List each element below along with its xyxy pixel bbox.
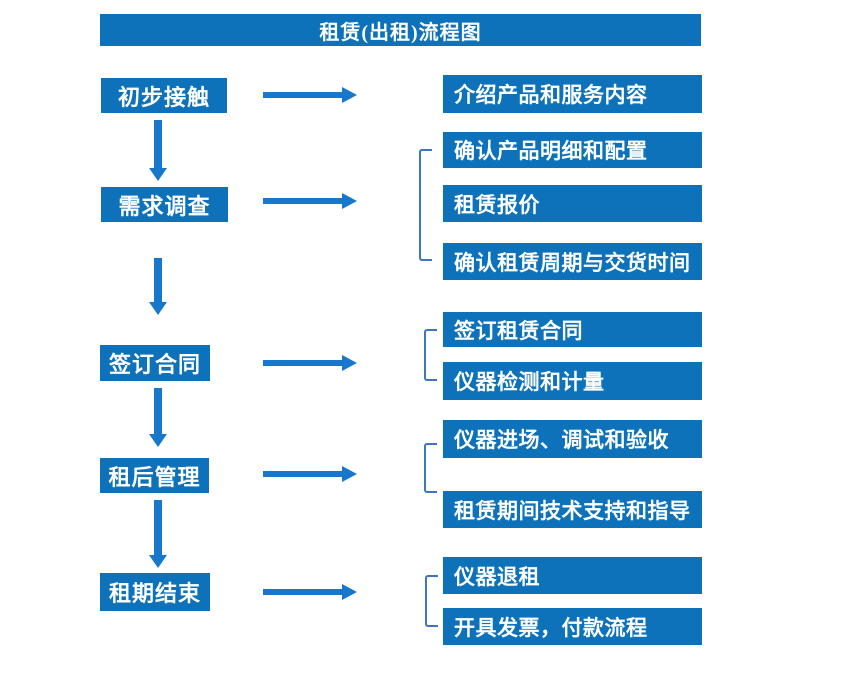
arrow-right-icon: [263, 193, 357, 209]
detail-box-rental-quotation: 租赁报价: [443, 185, 702, 222]
arrow-right-icon: [263, 87, 357, 103]
arrow-down-icon: [149, 258, 167, 315]
stage-box-rental-end: 租期结束: [100, 573, 210, 611]
arrow-down-icon: [149, 388, 167, 447]
arrow-right-icon: [263, 355, 357, 371]
detail-box-invoice-payment: 开具发票，付款流程: [443, 608, 702, 645]
detail-box-instrument-testing: 仪器检测和计量: [443, 362, 702, 400]
title-bar: 租赁(出租)流程图: [100, 14, 701, 46]
detail-box-confirm-period-delivery: 确认租赁周期与交货时间: [443, 243, 702, 280]
page-title: 租赁(出租)流程图: [319, 21, 482, 44]
stage-box-demand-survey: 需求调查: [101, 187, 228, 222]
detail-box-technical-support: 租赁期间技术支持和指导: [443, 491, 702, 528]
group-bracket-post-rental: [424, 443, 437, 493]
arrow-right-icon: [263, 466, 357, 482]
detail-box-introduce-products: 介绍产品和服务内容: [443, 75, 702, 113]
detail-box-confirm-product-config: 确认产品明细和配置: [443, 132, 702, 168]
stage-box-sign-contract: 签订合同: [100, 345, 210, 381]
group-bracket-sign-contract: [424, 329, 437, 381]
group-bracket-rental-end: [425, 575, 438, 627]
arrow-right-icon: [263, 584, 357, 600]
arrow-down-icon: [149, 500, 167, 568]
detail-box-instrument-return: 仪器退租: [443, 557, 702, 594]
detail-box-instrument-setup-acceptance: 仪器进场、调试和验收: [443, 420, 702, 458]
stage-box-initial-contact: 初步接触: [101, 78, 227, 113]
stage-box-post-rental-management: 租后管理: [100, 458, 209, 493]
arrow-down-icon: [149, 120, 167, 181]
detail-box-sign-rental-contract: 签订租赁合同: [443, 312, 702, 347]
group-bracket-demand-survey: [419, 149, 432, 261]
